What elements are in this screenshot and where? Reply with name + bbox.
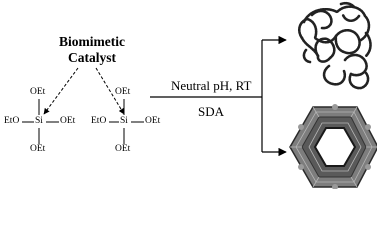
right-teos-bottom-oet: OEt [115,144,131,154]
catalyst-label-line1: Biomimetic [59,34,125,49]
right-teos-si: Si [120,116,128,126]
left-teos-bonds [22,99,59,144]
dashed-arrow-right [95,67,125,115]
left-teos-right-oet: OEt [60,116,76,126]
porous-network-image [297,1,372,90]
right-teos-top-oet: OEt [115,87,131,97]
left-teos-bottom-oet: OEt [30,144,46,154]
catalyst-label-line2: Catalyst [68,50,116,65]
reaction-arrow [150,35,287,157]
hexagonal-framework-image [289,104,377,189]
right-teos-right-oet: OEt [145,116,161,126]
right-teos-bonds [109,99,144,144]
right-teos-eto: EtO [91,116,107,126]
dashed-arrow-left [43,67,79,115]
condition-sda: SDA [198,104,225,119]
left-teos-si: Si [35,116,43,126]
condition-neutral-ph-rt: Neutral pH, RT [171,78,252,93]
left-teos-eto: EtO [4,116,20,126]
left-teos-top-oet: OEt [30,87,46,97]
reaction-scheme-graphics [22,1,377,189]
catalyst-dashed-arrows [43,67,125,115]
